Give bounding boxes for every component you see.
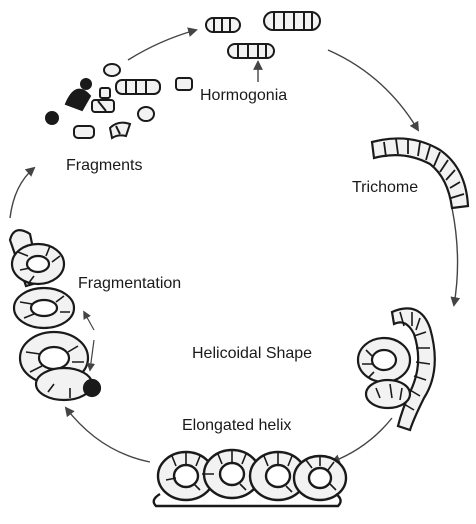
- hormogonium-3: [228, 44, 274, 58]
- arrow-fragmentation-to-fragments: [10, 168, 34, 218]
- arrow-hormogonia-to-trichome: [328, 50, 418, 130]
- label-helicoidal-shape: Helicoidal Shape: [192, 346, 312, 362]
- label-hormogonia: Hormogonia: [200, 88, 287, 104]
- fragments-figure: [46, 64, 192, 138]
- trichome-figure: [372, 138, 468, 208]
- arrow-fragments-to-hormogonia: [128, 30, 196, 60]
- arrow-trichome-to-helicoidal: [452, 208, 458, 305]
- label-elongated-helix: Elongated helix: [182, 418, 291, 434]
- hormogonium-2: [264, 12, 320, 30]
- arrow-elongated-to-fragmentation: [66, 408, 150, 462]
- label-fragments: Fragments: [66, 158, 142, 174]
- arrow-helicoidal-to-elongated: [332, 418, 392, 462]
- elongated-helix-figure: [154, 450, 346, 506]
- label-fragmentation: Fragmentation: [78, 276, 181, 292]
- label-trichome: Trichome: [352, 180, 418, 196]
- hormogonium-1: [206, 18, 240, 32]
- fragmentation-figure: [10, 230, 100, 400]
- hormogonia-figure: [206, 12, 320, 58]
- helicoidal-figure: [358, 308, 435, 430]
